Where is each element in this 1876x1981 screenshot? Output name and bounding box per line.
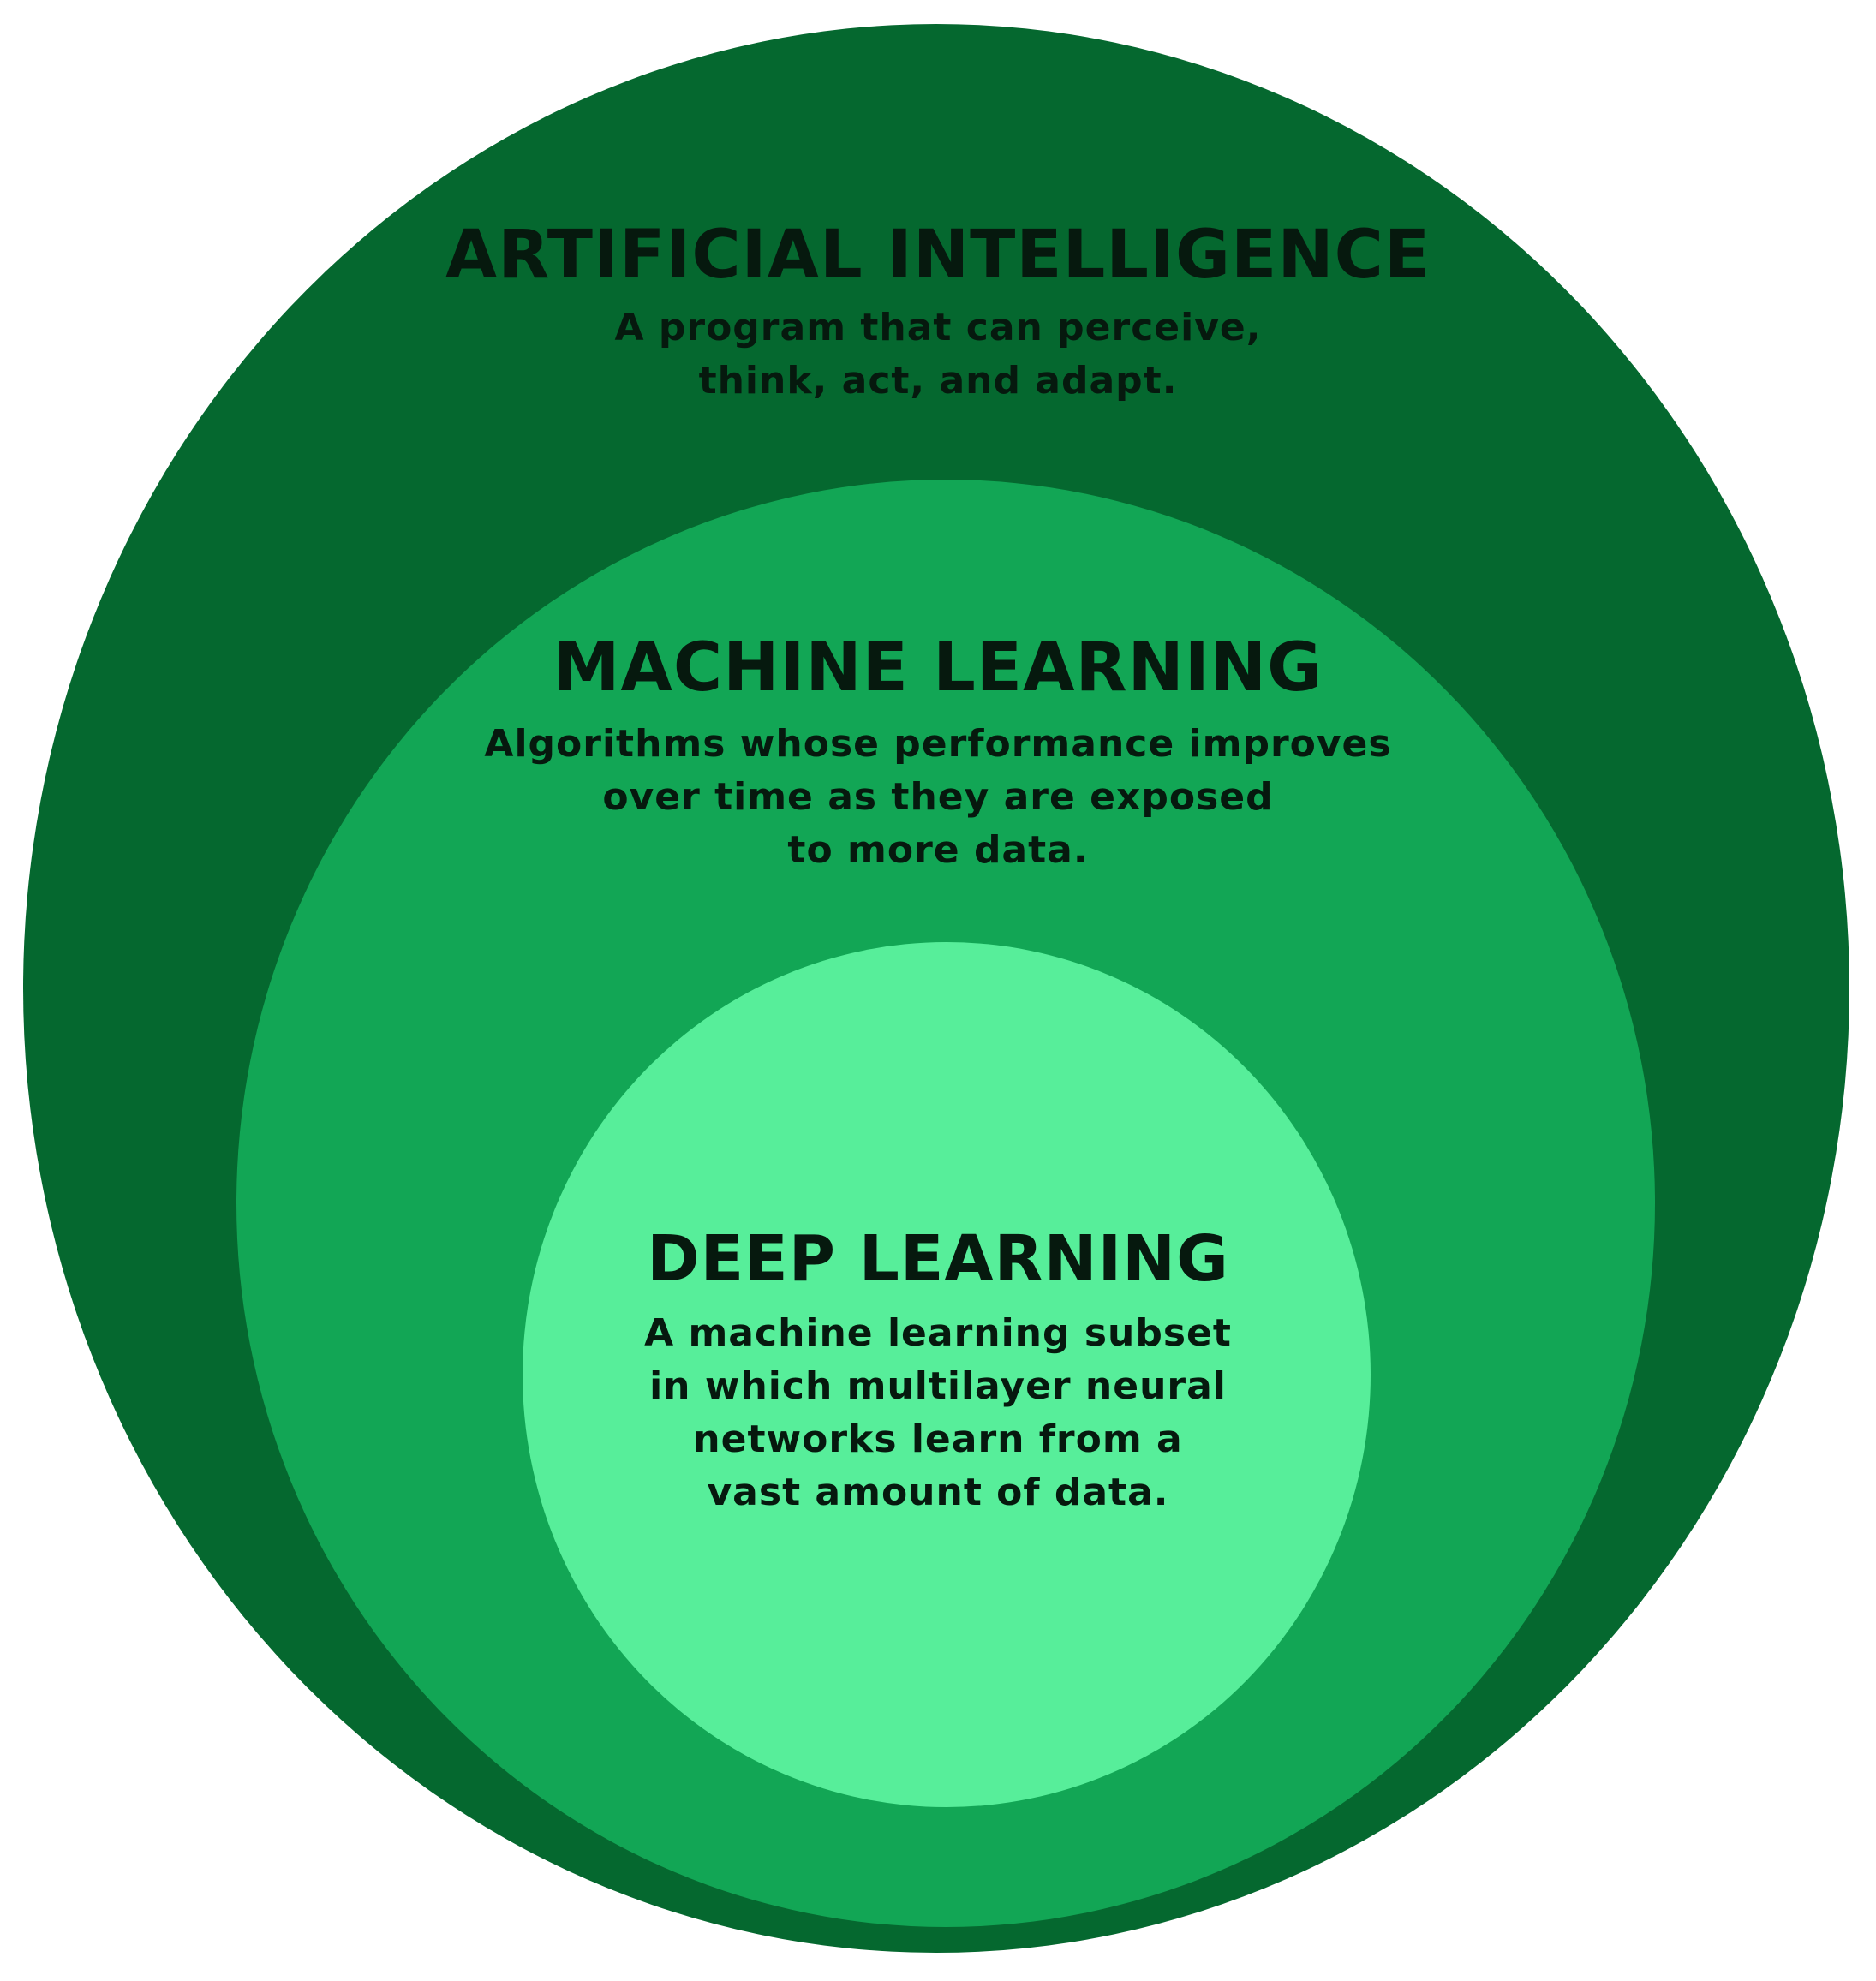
dl-description: A machine learning subset in which multi… [644,1311,1232,1514]
ml-description: Algorithms whose performance improves ov… [484,722,1392,872]
ai-description: A program that can perceive, think, act,… [614,306,1262,403]
dl-label-group: DEEP LEARNING A machine learning subset … [0,1216,1876,1519]
ml-title: MACHINE LEARNING [553,630,1323,707]
dl-circle [523,942,1371,1807]
dl-title: DEEP LEARNING [647,1222,1229,1296]
ml-label-group: MACHINE LEARNING Algorithms whose perfor… [0,624,1876,877]
ai-label-group: ARTIFICIAL INTELLIGENCE A program that c… [0,212,1876,408]
ai-title: ARTIFICIAL INTELLIGENCE [445,217,1431,294]
